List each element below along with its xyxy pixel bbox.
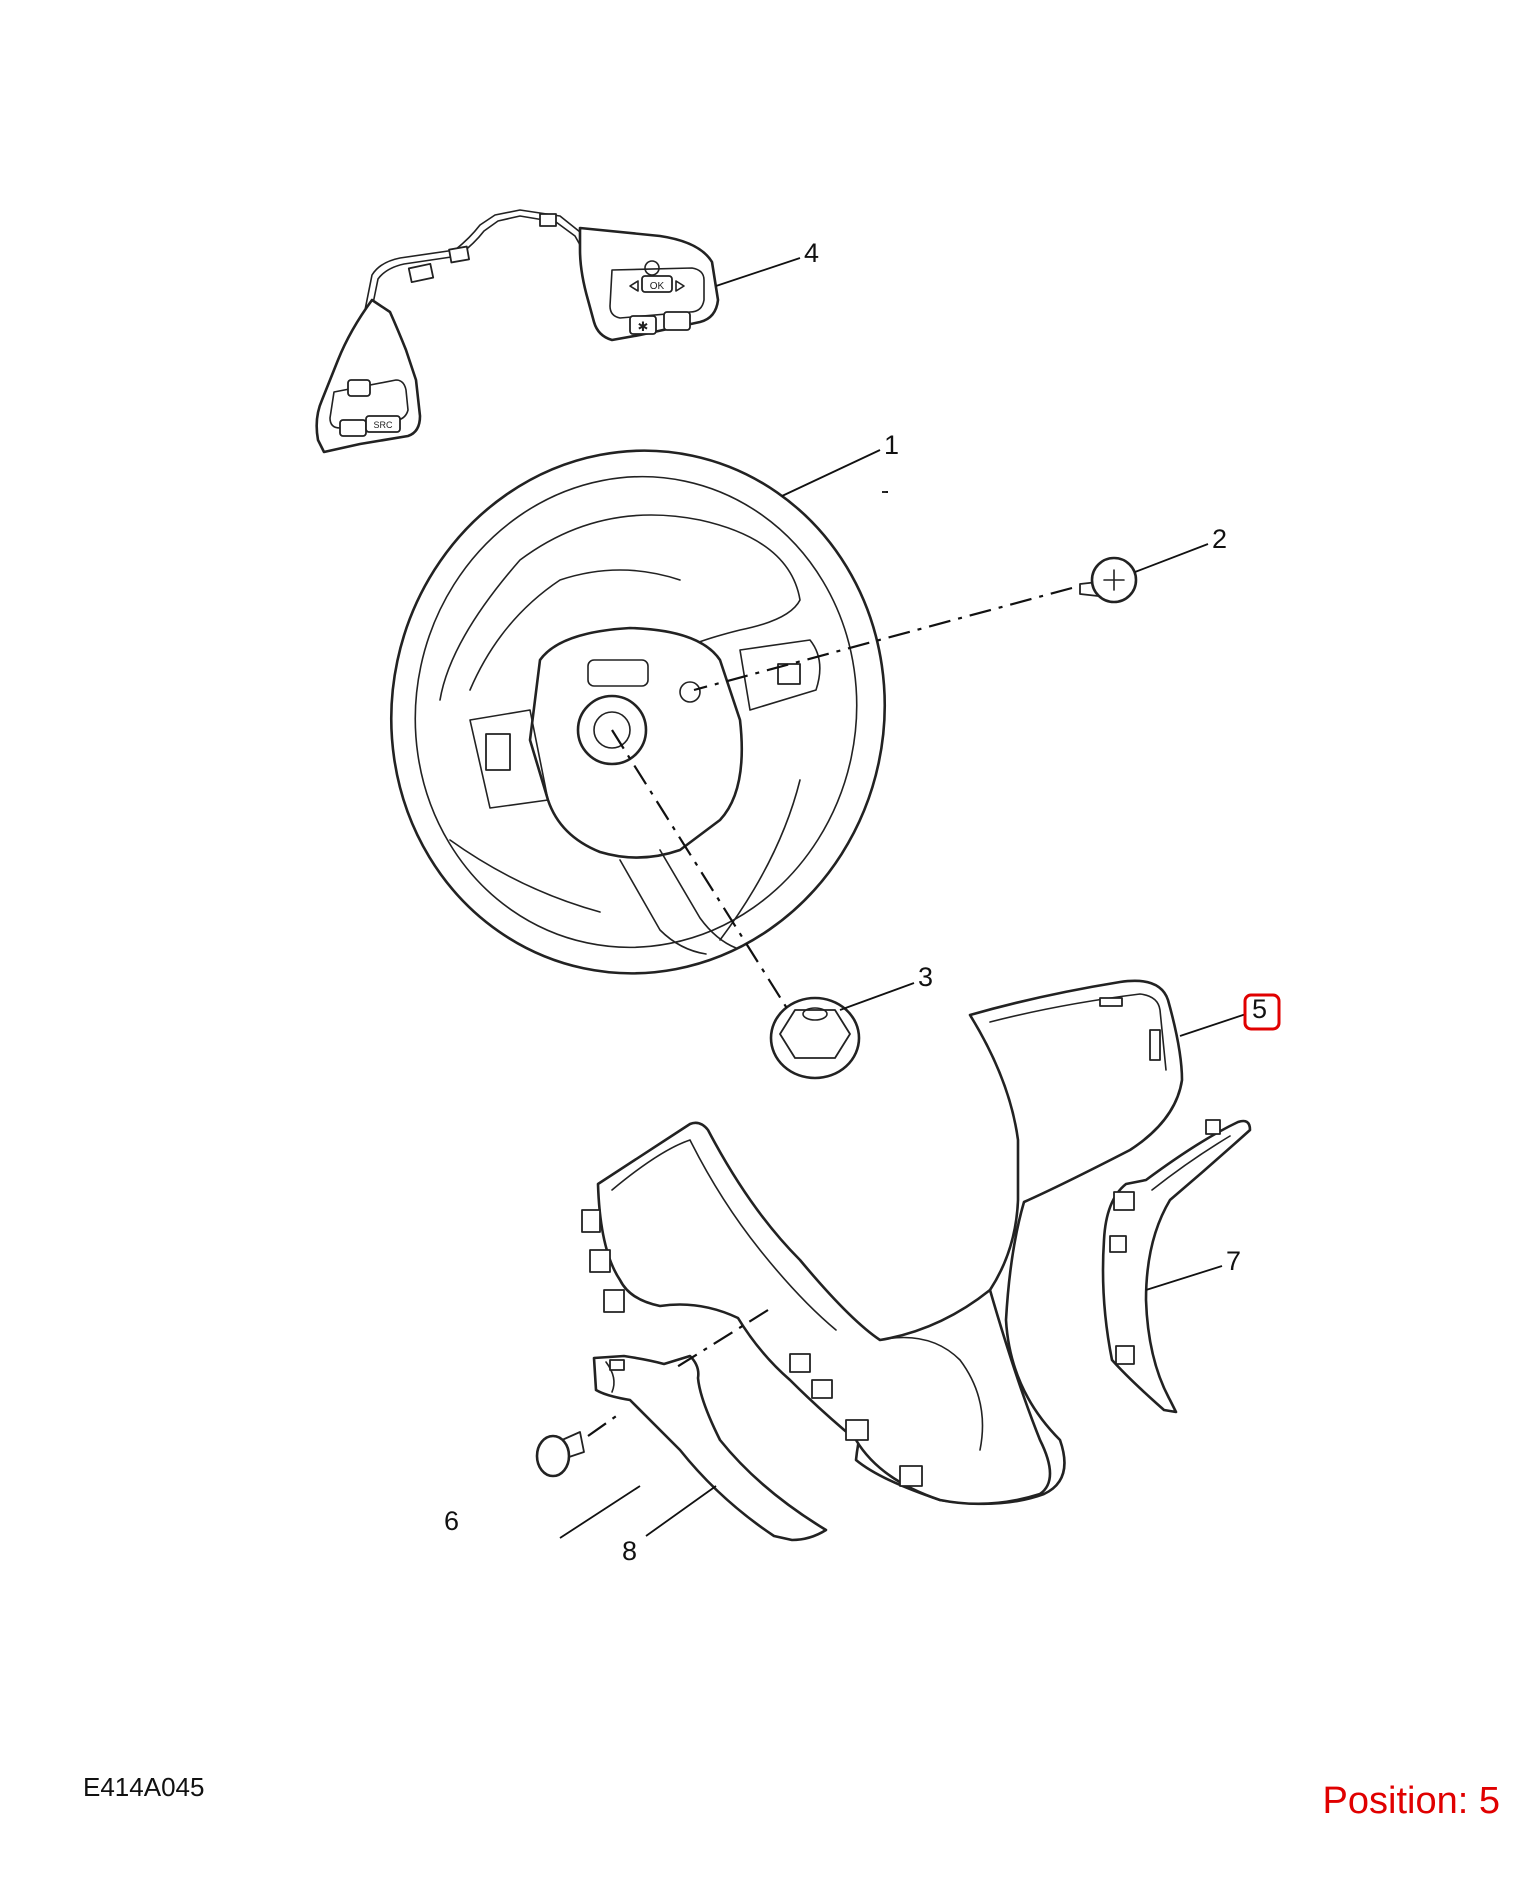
clip-head — [535, 1434, 571, 1478]
selected-callout-highlight — [1243, 993, 1281, 1031]
star-button[interactable] — [629, 315, 657, 335]
mode-button[interactable] — [347, 379, 371, 397]
prev-arrow-icon — [629, 280, 639, 292]
nut-hex — [779, 1009, 851, 1059]
star-button-label: ✱ — [638, 319, 649, 334]
figure-code: E414A045 — [83, 1772, 205, 1802]
callout-8[interactable]: 8 — [622, 1536, 637, 1566]
bezel-outline — [596, 1121, 1052, 1506]
part-1-steering-wheel[interactable] — [343, 405, 933, 1020]
callout-5[interactable]: 5 — [1252, 994, 1267, 1024]
ok-button-label: OK — [650, 281, 665, 292]
harness-connector-right — [539, 213, 557, 227]
volume-up-button[interactable] — [644, 260, 660, 276]
left-switch-pod[interactable] — [315, 298, 422, 454]
voice-button[interactable] — [663, 311, 691, 331]
callout-2[interactable]: 2 — [1212, 524, 1227, 554]
wheel-rim-inner — [414, 475, 858, 949]
callout-4[interactable]: 4 — [804, 238, 819, 268]
position-readout: Position: 5 — [1322, 1780, 1500, 1822]
harness-clip — [448, 245, 470, 264]
callout-3[interactable]: 3 — [918, 962, 933, 992]
part-4-steering-switches[interactable]: OK ✱ SRC — [315, 209, 720, 454]
callout-labels: 1 2 3 4 5 6 7 8 — [444, 238, 1267, 1566]
part-6-clip-fastener[interactable] — [535, 1431, 585, 1478]
part-2-screw[interactable] — [1079, 556, 1138, 604]
callout-7[interactable]: 7 — [1226, 1246, 1241, 1276]
phone-button[interactable] — [339, 419, 367, 437]
spoke-connector-right — [777, 663, 801, 685]
spoke-connector-left — [485, 733, 511, 771]
callout-1[interactable]: 1 — [884, 430, 899, 460]
src-button[interactable] — [365, 415, 401, 433]
harness-connector — [407, 262, 435, 284]
callout-leaders — [559, 257, 1247, 1539]
assembly-axes — [587, 586, 1073, 1437]
lower-trim-bezel — [581, 1121, 1052, 1506]
ok-button[interactable] — [641, 275, 673, 293]
part-7-side-trim[interactable] — [1101, 1119, 1252, 1414]
src-button-label: SRC — [373, 420, 393, 430]
lower-strip-body — [592, 1354, 828, 1542]
side-trim-body — [1101, 1119, 1252, 1414]
hub-bolt-boss-right — [679, 681, 701, 703]
cross-recess-icon — [1103, 569, 1125, 591]
part-8-lower-trim-strip[interactable] — [592, 1354, 828, 1542]
part-3-nut[interactable] — [769, 996, 861, 1080]
next-arrow-icon — [675, 280, 685, 292]
callout-6[interactable]: 6 — [444, 1506, 459, 1536]
